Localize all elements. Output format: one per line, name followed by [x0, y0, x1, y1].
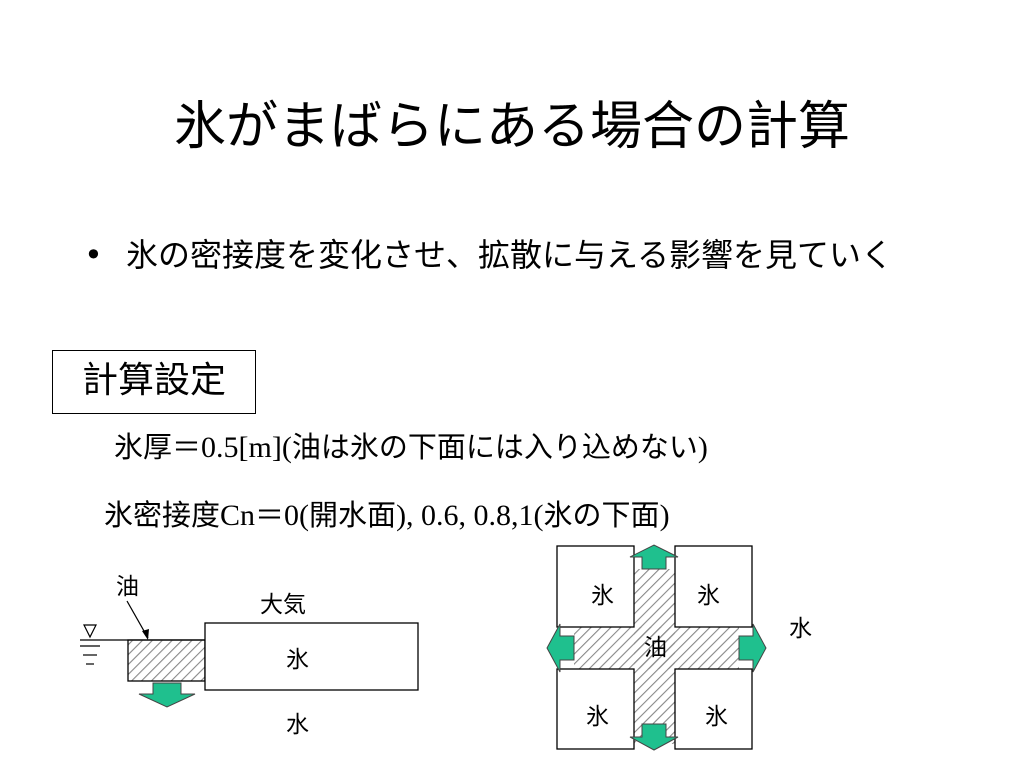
oil-up-arrow	[629, 544, 679, 570]
top-diagram: 氷 氷 氷 氷 油 水	[546, 544, 812, 751]
thickness-close: )	[697, 431, 708, 464]
top-oil-label: 油	[644, 635, 667, 661]
thickness-label: 氷厚	[114, 430, 173, 464]
top-water-label: 水	[789, 616, 812, 642]
density-values: ), 0.6, 0.8,1(	[396, 499, 544, 532]
oil-pointer-arrowhead	[142, 629, 149, 640]
top-ice-label-2: 氷	[697, 583, 720, 609]
oil-left-arrow	[546, 623, 575, 673]
density-close: )	[659, 499, 670, 532]
top-ice-label-1: 氷	[591, 583, 614, 609]
thickness-value: 0.5[m](	[201, 431, 292, 464]
oil-down-arrow	[138, 682, 196, 708]
ice-thickness-line: 氷厚＝0.5[m](油は氷の下面には入り込めない)	[114, 426, 708, 469]
side-water-label: 水	[286, 712, 309, 738]
density-note0: 開水面	[309, 498, 397, 532]
ice-density-line: 氷密接度Cn＝0(開水面), 0.6, 0.8,1(氷の下面)	[104, 493, 670, 538]
thickness-equals: ＝	[172, 430, 202, 464]
density-value0: 0(	[284, 499, 310, 532]
water-surface-symbol	[80, 624, 100, 665]
oil-right-arrow	[738, 623, 767, 673]
side-oil-label: 油	[116, 574, 139, 600]
density-equals: ＝	[255, 498, 285, 532]
ice-block	[204, 622, 419, 691]
ice-square-top-left	[556, 545, 635, 628]
ice-square-top-right	[674, 545, 753, 628]
thickness-note: 油は氷の下面には入り込めない	[291, 430, 698, 464]
ice-square-bottom-left	[556, 668, 635, 750]
bullet-marker: •	[84, 236, 103, 274]
settings-label-box: 計算設定	[52, 350, 256, 414]
oil-down-arrow-top-view	[629, 723, 679, 751]
top-ice-label-4: 氷	[705, 704, 728, 730]
bullet-text: 氷の密接度を変化させ、拡散に与える影響を見ていく	[126, 236, 894, 274]
side-diagram: 油 大気 氷 水	[80, 574, 419, 738]
ice-square-bottom-right	[674, 668, 753, 750]
density-symbol: Cn	[220, 499, 256, 532]
side-air-label: 大気	[260, 592, 306, 618]
oil-cross-horizontal	[574, 627, 739, 669]
side-ice-label: 氷	[286, 647, 309, 673]
oil-region	[127, 639, 206, 682]
density-label: 氷密接度	[104, 498, 221, 532]
density-note1: 氷の下面	[543, 498, 660, 532]
slide-title: 氷がまばらにある場合の計算	[173, 97, 850, 157]
top-ice-label-3: 氷	[586, 704, 609, 730]
